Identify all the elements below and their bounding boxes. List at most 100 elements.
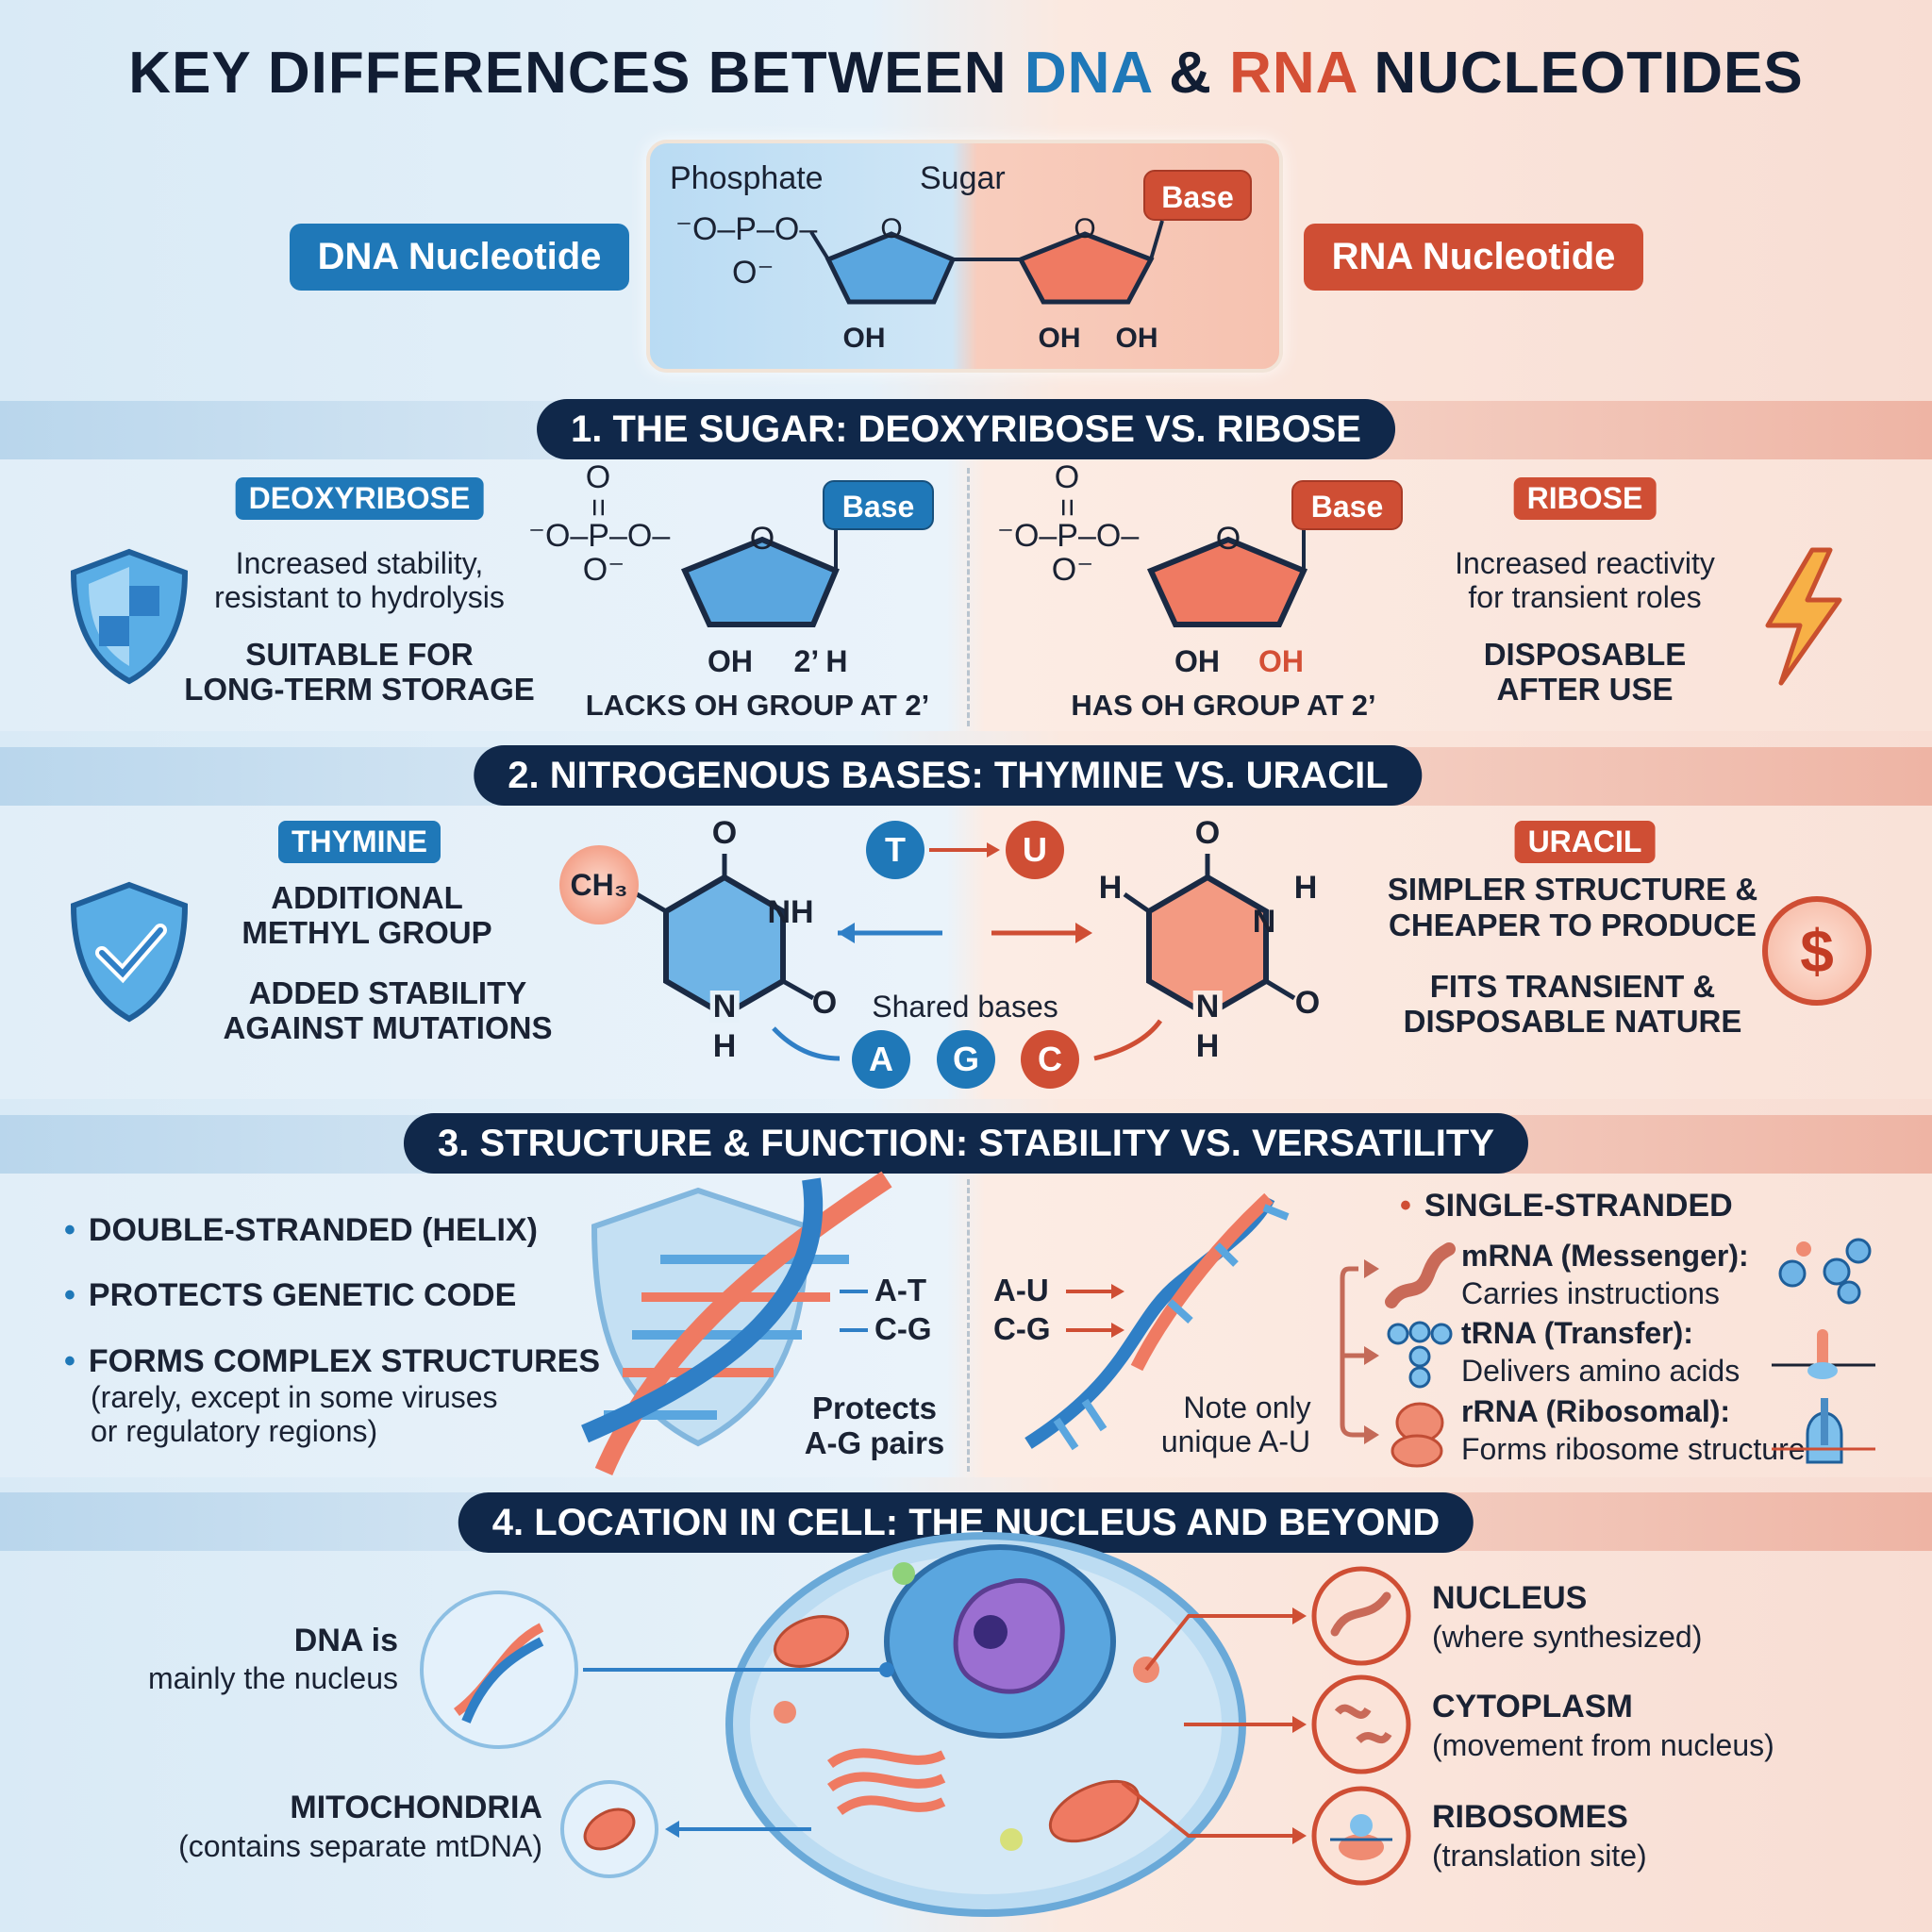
ribose-bold-1: DISPOSABLE	[1483, 637, 1687, 672]
section-4-header: 4. LOCATION IN CELL: THE NUCLEUS AND BEY…	[458, 1492, 1474, 1553]
trna-binding-icon	[1772, 1329, 1875, 1379]
phosphate-top-o: O	[585, 459, 611, 495]
dna-sugar-caption: LACKS OH GROUP AT 2’	[585, 689, 930, 722]
base-a-circle: A	[852, 1030, 910, 1089]
thymine-ring	[630, 842, 1296, 1061]
atom-o: O	[1294, 985, 1321, 1021]
ring-oxygen: O	[880, 213, 903, 244]
dna-location-desc: mainly the nucleus	[147, 1661, 398, 1695]
dna-pair: A-T	[874, 1273, 926, 1307]
rna-note: Note only	[1183, 1391, 1311, 1424]
atom-h: H	[1098, 870, 1123, 906]
atom-n: N	[709, 991, 740, 1023]
deoxyribose-bold-1: SUITABLE FOR	[245, 637, 474, 672]
oh-label: OH	[1115, 323, 1158, 354]
thymine-text-1: ADDITIONAL	[271, 880, 463, 915]
oh-label: OH	[842, 323, 886, 354]
section-1-header: 1. THE SUGAR: DEOXYRIBOSE VS. RIBOSE	[537, 399, 1395, 459]
phosphate-formula: ⁻O–P–O–	[997, 518, 1140, 554]
ribose-tag: RIBOSE	[1513, 477, 1657, 520]
thymine-circle: T	[866, 821, 924, 879]
phosphate-double-bond: =	[580, 498, 616, 517]
shared-bases-label: Shared bases	[872, 990, 1058, 1024]
divider	[967, 1179, 970, 1472]
two-prime-oh-label: OH	[1258, 644, 1304, 678]
rna-pair: A-U	[993, 1273, 1049, 1307]
dna-bullet: FORMS COMPLEX STRUCTURES	[64, 1345, 600, 1378]
uracil-text-2: CHEAPER TO PRODUCE	[1389, 908, 1757, 942]
phosphate-formula: ⁻O–P–O–	[675, 211, 818, 247]
sugar-pentagon-dna	[809, 220, 1164, 305]
rna-type-desc: Carries instructions	[1461, 1276, 1720, 1310]
dna-bullet: PROTECTS GENETIC CODE	[64, 1279, 516, 1312]
oh-label: OH	[1038, 323, 1081, 354]
atom-nh: NH	[767, 894, 814, 930]
sugar-label: Sugar	[920, 160, 1006, 196]
rna-nucleotide-label: RNA Nucleotide	[1304, 224, 1643, 291]
rna-type-name: tRNA (Transfer):	[1461, 1316, 1693, 1350]
location-cytoplasm-title: CYTOPLASM	[1432, 1689, 1633, 1724]
ribose-desc-1: Increased reactivity	[1455, 546, 1715, 580]
phosphate-bottom-o: O⁻	[582, 552, 625, 588]
section-3-header: 3. STRUCTURE & FUNCTION: STABILITY VS. V…	[403, 1113, 1529, 1174]
dna-nucleotide-label: DNA Nucleotide	[290, 224, 629, 291]
phosphate-double-bond: =	[1049, 498, 1085, 517]
rrna-icon	[1391, 1402, 1444, 1468]
atom-h: H	[1195, 1028, 1220, 1064]
ring-oxygen: O	[1074, 213, 1096, 244]
deoxyribose-tag: DEOXYRIBOSE	[235, 477, 484, 520]
dna-bullet: DOUBLE-STRANDED (HELIX)	[64, 1214, 538, 1247]
oh-label: OH	[1174, 644, 1220, 678]
phosphate-label: Phosphate	[670, 160, 824, 196]
dna-bubble-icon	[420, 1591, 578, 1749]
two-prime-h-label: 2’ H	[793, 644, 848, 678]
section-2-header: 2. NITROGENOUS BASES: THYMINE VS. URACIL	[474, 745, 1423, 806]
phosphate-formula: ⁻O–P–O–	[528, 518, 671, 554]
rna-pair: C-G	[993, 1311, 1051, 1346]
oh-label: OH	[708, 644, 753, 678]
atom-o: O	[1194, 815, 1221, 851]
base-label: Base	[823, 480, 934, 530]
phosphate-bottom-o: O⁻	[1051, 552, 1094, 588]
uracil-text-1: SIMPLER STRUCTURE &	[1387, 872, 1758, 907]
location-cytoplasm-desc: (movement from nucleus)	[1432, 1728, 1774, 1762]
base-label: Base	[1143, 170, 1252, 221]
dna-location-title: DNA is	[293, 1623, 398, 1658]
dna-note: Protects	[811, 1391, 938, 1425]
dna-bullet-sub: or regulatory regions)	[91, 1414, 378, 1448]
rna-type-name: mRNA (Messenger):	[1461, 1239, 1749, 1273]
deoxyribose-bold-2: LONG-TERM STORAGE	[184, 672, 535, 707]
thymine-text-3: ADDED STABILITY	[248, 975, 527, 1010]
rna-type-name: rRNA (Ribosomal):	[1461, 1394, 1731, 1428]
location-ribosomes-title: RIBOSOMES	[1432, 1799, 1628, 1835]
shield-icon	[70, 548, 189, 685]
mrna-icon	[1385, 1242, 1456, 1308]
uracil-circle: U	[1006, 821, 1064, 879]
shield-check-icon	[70, 881, 189, 1023]
rna-note: unique A-U	[1160, 1424, 1311, 1458]
uracil-text-3: FITS TRANSIENT &	[1429, 969, 1716, 1004]
page-title: KEY DIFFERENCES BETWEEN DNA & RNA NUCLEO…	[128, 41, 1804, 106]
uracil-text-4: DISPOSABLE NATURE	[1403, 1004, 1742, 1039]
cell-illustration	[583, 1532, 1411, 1917]
mitochondria-title: MITOCHONDRIA	[290, 1790, 542, 1825]
ring-oxygen: O	[1215, 521, 1241, 557]
ribose-ring	[1146, 517, 1308, 627]
dna-bullet-sub: (rarely, except in some viruses	[91, 1380, 498, 1414]
thymine-tag: THYMINE	[278, 821, 441, 863]
dollar-icon: $	[1762, 896, 1872, 1006]
atom-o: O	[811, 985, 838, 1021]
rna-single-stranded: SINGLE-STRANDED	[1400, 1190, 1733, 1223]
atom-n: N	[1192, 991, 1223, 1023]
divider	[967, 468, 970, 726]
atom-h: H	[712, 1028, 737, 1064]
ring-oxygen: O	[749, 521, 775, 557]
uracil-tag: URACIL	[1514, 821, 1656, 863]
deoxyribose-ring	[680, 517, 840, 627]
base-g-circle: G	[937, 1030, 995, 1089]
thymine-text-4: AGAINST MUTATIONS	[223, 1010, 553, 1045]
phosphate-oxygen: O⁻	[732, 255, 774, 291]
deoxyribose-desc-2: resistant to hydrolysis	[214, 580, 505, 614]
thymine-text-2: METHYL GROUP	[242, 915, 492, 950]
trna-icon	[1387, 1321, 1453, 1389]
